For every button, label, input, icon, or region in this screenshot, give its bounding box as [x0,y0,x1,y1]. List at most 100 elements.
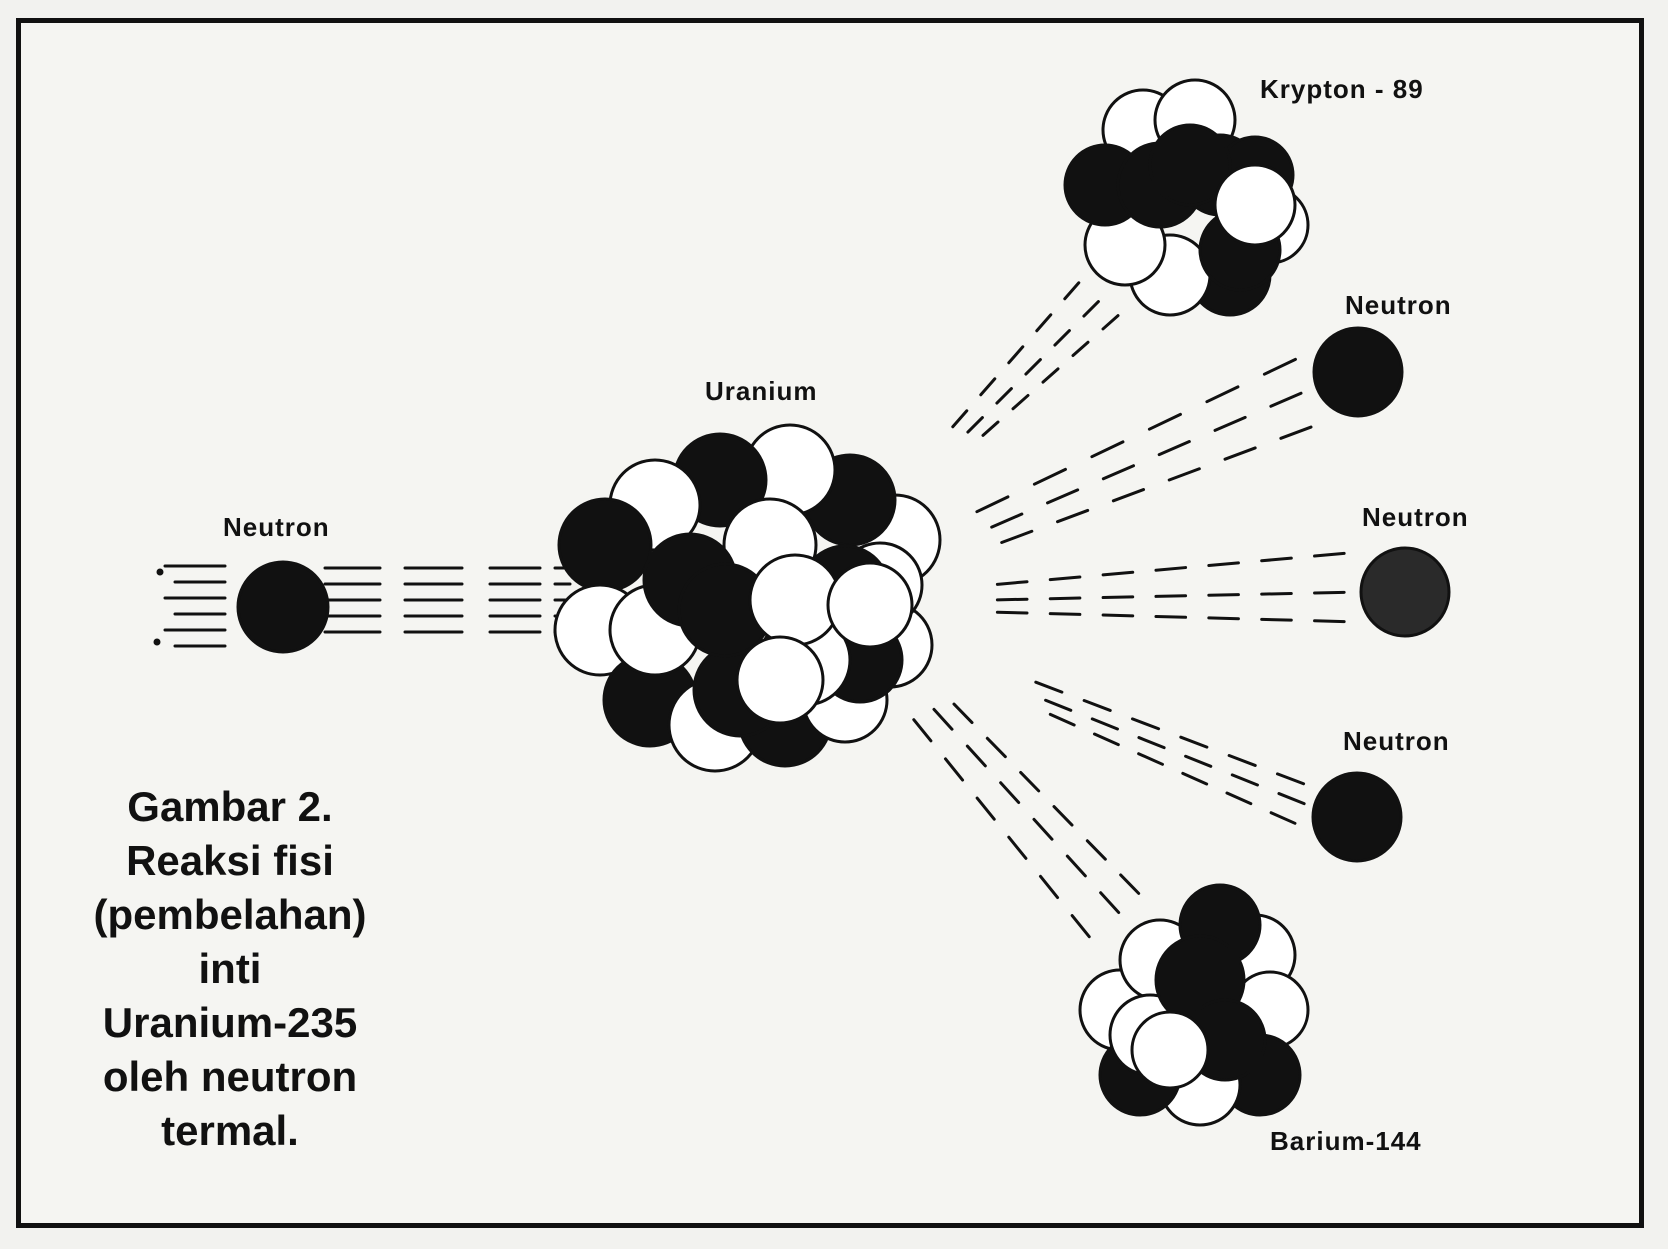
streak-dash [1048,712,1076,727]
streak-dash [1101,570,1135,577]
streak-dash [1154,566,1188,572]
streak-dash [995,580,1029,586]
figure-caption: Gambar 2. Reaksi fisi (pembelahan) inti … [60,780,400,1158]
streak-dash [1260,617,1293,622]
barium-nucleus [1078,883,1310,1127]
streak-dash [1011,393,1030,411]
streak-dash [1085,839,1107,861]
outgoing-neutron-label-3: Neutron [1343,726,1450,756]
streak-dash [995,610,1029,615]
streak-dash [1070,914,1091,939]
neutron-ball [1148,123,1232,207]
streak-dash [1205,385,1240,404]
streak-dash [999,781,1021,805]
proton-ball [826,561,914,649]
proton-ball [735,635,825,725]
outgoing-neutron-1 [1312,326,1404,418]
streak-dash [1213,415,1247,432]
streak-dash [1157,440,1191,457]
streak-dash [912,718,933,743]
trail-dot [153,638,161,646]
streak-dash [1154,614,1188,619]
streak-dash [1044,698,1073,712]
streak-dash [1099,891,1121,915]
uranium-label: Uranium [705,376,818,406]
streak-dash [1167,467,1201,482]
streak-dash [1137,736,1166,750]
streak-dash [1119,873,1141,895]
streak-dash [1032,817,1054,841]
streak-dash [979,377,997,397]
streak-dash [1225,791,1253,806]
proton-ball [1213,163,1297,247]
streak-dash [1275,772,1306,786]
caption-line: termal. [161,1107,299,1154]
streak-dash [981,420,1000,437]
streak-dash [1207,561,1240,567]
streak-dash [1101,314,1120,331]
uranium-nucleus [553,423,942,773]
motion-streaks [153,281,1346,939]
streak-dash [1082,699,1112,712]
streak-dash [966,416,984,434]
streak-dash [1260,591,1293,596]
streak-dash [943,757,965,782]
streak-dash [1048,596,1082,601]
proton-ball [1130,1010,1210,1090]
streak-dash [1090,717,1119,731]
streak-dash [1052,805,1074,827]
streak-dash [1147,412,1182,431]
streak-dash [1269,811,1297,825]
trail-dot [156,568,164,576]
streak-dash [1048,612,1082,616]
streak-dash [952,702,974,725]
caption-line: Uranium-235 [102,999,358,1046]
neutron-ball [557,497,653,593]
streak-dash [1038,874,1060,900]
streak-dash [1101,595,1135,600]
outgoing-neutron-2 [1359,546,1451,638]
streak-dash [1063,281,1081,301]
streak-dash [1007,835,1028,860]
streak-dash [1313,551,1346,558]
streak-dash [1181,771,1209,786]
barium-label: Barium-144 [1270,1126,1422,1156]
streak-dash [975,796,996,821]
streak-dash [1090,440,1125,459]
streak-dash [1041,367,1060,384]
caption-line: oleh neutron [102,1053,358,1100]
streak-dash [1071,340,1090,358]
streak-dash [1130,717,1161,731]
incoming-neutron [236,560,330,654]
streak-dash [1262,357,1297,376]
streak-dash [965,744,987,768]
streak-dash [1154,594,1188,598]
streak-dash [932,707,954,731]
streak-dash [1111,488,1146,503]
streak-dash [995,597,1029,602]
streak-dash [1313,619,1346,624]
outgoing-neutron-label-1: Neutron [1345,290,1452,320]
streak-dash [1035,313,1053,333]
streak-dash [1034,680,1064,694]
streak-dash [1032,467,1067,486]
streak-dash [1000,529,1034,544]
caption-line: Reaksi fisi [126,837,334,884]
streak-dash [1223,446,1257,461]
streak-dash [1019,770,1041,793]
streak-dash [1092,732,1120,747]
streak-dash [995,387,1013,405]
caption-line: (pembelahan) [93,891,367,938]
streak-dash [1056,508,1090,524]
caption-line: inti [198,945,262,992]
streak-dash [1179,735,1209,749]
krypton-label: Krypton - 89 [1260,74,1424,104]
streak-dash [1065,854,1087,878]
streak-dash [990,512,1024,529]
streak-dash [1101,464,1136,481]
streak-dash [1137,752,1164,766]
neutrons [236,326,1451,863]
streak-dash [1184,754,1213,768]
